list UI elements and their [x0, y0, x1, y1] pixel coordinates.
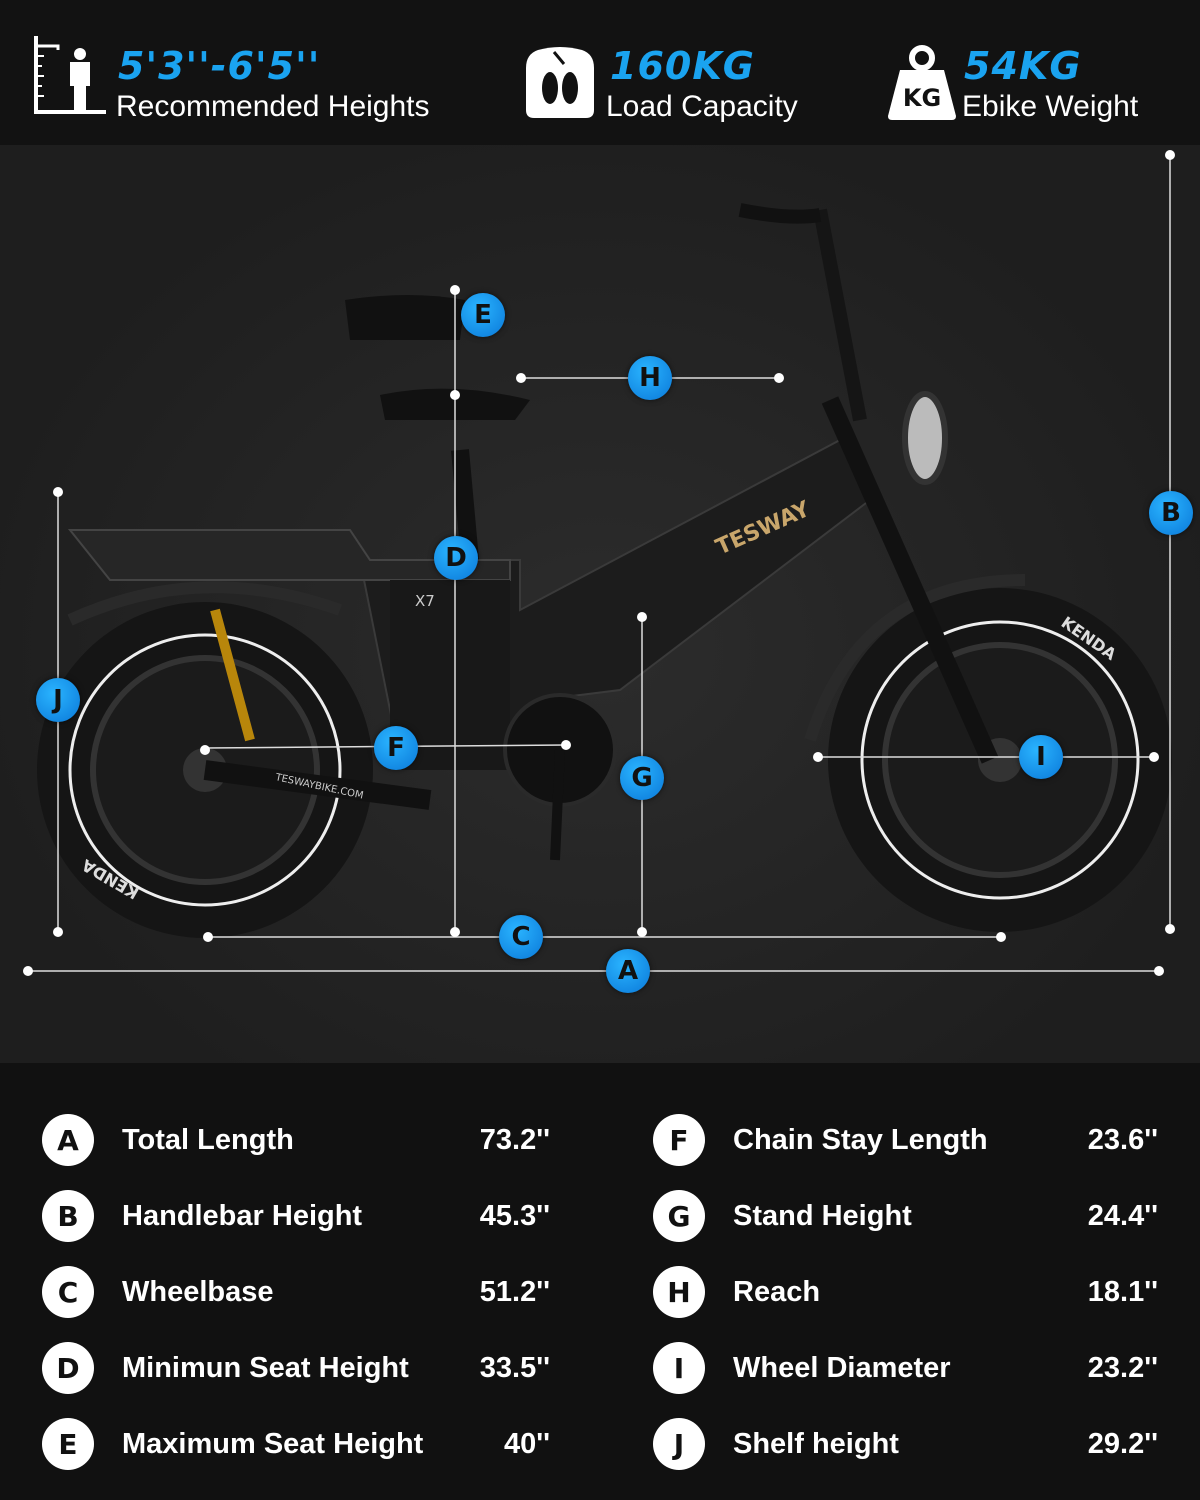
- spec-value: 73.2'': [479, 1123, 550, 1156]
- spec-label: Shelf height: [733, 1427, 899, 1460]
- spec-value: 18.1'': [1087, 1275, 1158, 1308]
- spec-value: 23.6'': [1087, 1123, 1158, 1156]
- spec-value: 51.2'': [479, 1275, 550, 1308]
- header-stats-bar: 5'3''-6'5'' Recommended Heights 160KG Lo…: [0, 0, 1200, 145]
- marker-g: G: [620, 756, 664, 800]
- spec-value: 40'': [503, 1427, 550, 1460]
- stat-label: Recommended Heights: [116, 90, 430, 123]
- spec-label: Handlebar Height: [122, 1199, 363, 1232]
- spec-label: Wheelbase: [122, 1275, 274, 1308]
- spec-row: F Chain Stay Length 23.6'': [0, 1110, 1200, 1170]
- spec-label: Chain Stay Length: [733, 1123, 988, 1156]
- spec-letter-badge: F: [653, 1114, 705, 1166]
- spec-label: Reach: [733, 1275, 821, 1308]
- spec-label: Wheel Diameter: [733, 1351, 951, 1384]
- front-wheel: [828, 588, 1172, 932]
- spec-letter-badge: H: [653, 1266, 705, 1318]
- marker-j: J: [36, 678, 80, 722]
- marker-a: A: [606, 949, 650, 993]
- bike-dimension-diagram: TESWAY X7 KENDA KENDA TESWAYBIKE.COM: [0, 145, 1200, 1063]
- spec-row: B Handlebar Height 45.3'': [0, 1186, 1200, 1246]
- stat-value: 54KG: [964, 44, 1082, 88]
- spec-letter-badge: I: [653, 1342, 705, 1394]
- spec-letter-badge: C: [42, 1266, 94, 1318]
- stat-value: 5'3''-6'5'': [118, 44, 321, 88]
- marker-c: C: [499, 915, 543, 959]
- height-ruler-person-icon: [34, 36, 106, 114]
- spec-value: 29.2'': [1087, 1427, 1158, 1460]
- spec-label: Maximum Seat Height: [122, 1427, 424, 1460]
- stat-label: Load Capacity: [606, 90, 798, 123]
- spec-label: Total Length: [122, 1123, 294, 1156]
- dimension-endpoints: [23, 150, 1175, 976]
- marker-d: D: [434, 536, 478, 580]
- spec-row: D Minimun Seat Height 33.5'': [0, 1338, 1200, 1398]
- spec-letter-badge: E: [42, 1418, 94, 1470]
- spec-value: 45.3'': [479, 1199, 550, 1232]
- stat-value: 160KG: [610, 44, 755, 88]
- kg-icon-text: KG: [903, 84, 941, 112]
- spec-row: C Wheelbase 51.2'': [0, 1262, 1200, 1322]
- spec-letter-badge: G: [653, 1190, 705, 1242]
- spec-letter-badge: D: [42, 1342, 94, 1394]
- spec-row: G Stand Height 24.4'': [0, 1186, 1200, 1246]
- marker-e: E: [461, 293, 505, 337]
- marker-f: F: [374, 726, 418, 770]
- spec-letter-badge: A: [42, 1114, 94, 1166]
- spec-letter-badge: J: [653, 1418, 705, 1470]
- marker-h: H: [628, 356, 672, 400]
- spec-label: Minimun Seat Height: [122, 1351, 409, 1384]
- kg-weight-icon: KG: [888, 45, 956, 120]
- spec-row: E Maximum Seat Height 40'': [0, 1414, 1200, 1474]
- spec-letter-badge: B: [42, 1190, 94, 1242]
- spec-value: 24.4'': [1087, 1199, 1158, 1232]
- spec-label: Stand Height: [733, 1199, 912, 1232]
- spec-row: A Total Length 73.2'': [0, 1110, 1200, 1170]
- marker-i: I: [1019, 735, 1063, 779]
- spec-row: J Shelf height 29.2'': [0, 1414, 1200, 1474]
- spec-value: 33.5'': [479, 1351, 550, 1384]
- model-label: X7: [415, 592, 435, 610]
- scale-footprints-icon: [526, 47, 594, 118]
- spec-table: A Total Length 73.2'' B Handlebar Height 45.3…: [0, 1063, 1200, 1500]
- spec-value: 23.2'': [1087, 1351, 1158, 1384]
- spec-row: I Wheel Diameter 23.2'': [0, 1338, 1200, 1398]
- bike-illustration: TESWAY X7 KENDA KENDA TESWAYBIKE.COM: [23, 150, 1175, 976]
- spec-row: H Reach 18.1'': [0, 1262, 1200, 1322]
- stat-label: Ebike Weight: [962, 90, 1139, 123]
- marker-b: B: [1149, 491, 1193, 535]
